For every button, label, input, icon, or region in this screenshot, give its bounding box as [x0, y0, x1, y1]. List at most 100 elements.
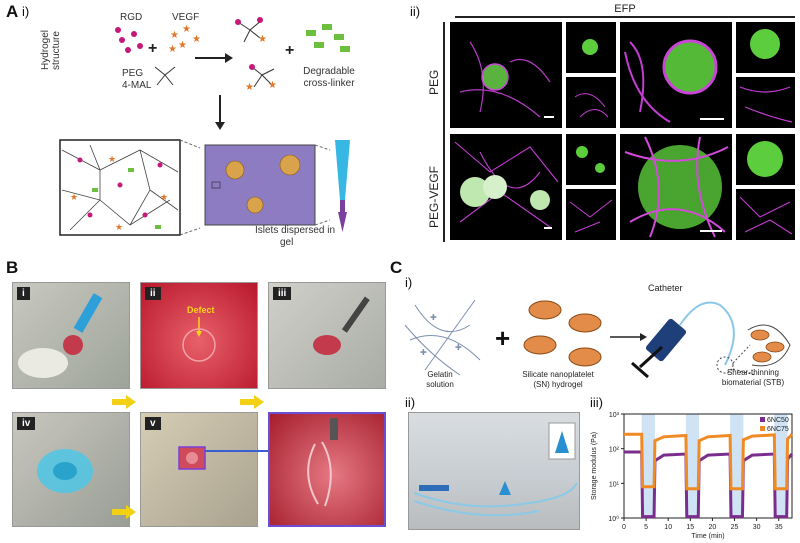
micro-peg-zoom-green — [736, 22, 795, 73]
photo-b-iii: iii — [268, 282, 386, 389]
arrow-down-icon — [215, 95, 225, 130]
x-axis-label: Time (min) — [691, 533, 724, 540]
svg-text:★: ★ — [178, 40, 187, 51]
arrow-c-icon — [610, 333, 647, 341]
svg-text:★: ★ — [70, 192, 78, 202]
photo-b-zoom — [268, 412, 386, 527]
svg-text:✚: ✚ — [420, 348, 427, 357]
arrow-b-2-icon — [240, 395, 264, 414]
plus-sign-a2: + — [285, 42, 295, 59]
svg-text:★: ★ — [245, 82, 254, 93]
photo-b-i: i — [12, 282, 130, 389]
y-tick-label-1: 10¹ — [609, 481, 620, 488]
micro-peg-small-green — [566, 22, 616, 73]
panel-c-i-label: i) — [405, 275, 413, 290]
x-tick-label-2: 10 — [664, 524, 672, 531]
x-tick-label-5: 25 — [731, 524, 739, 531]
svg-text:★: ★ — [268, 80, 277, 91]
micro-pegvegf-large — [450, 134, 562, 240]
panel-c-iii-label: iii) — [590, 395, 603, 410]
y-tick-label-2: 10² — [609, 447, 620, 454]
panel-c-schematic: ✚✚✚ + — [404, 299, 791, 379]
micro-peg-zoom-magenta — [736, 77, 795, 128]
panel-b-letter: B — [6, 258, 19, 277]
islets-label-line1: Islets dispersed in — [255, 225, 336, 236]
plot-frame — [623, 413, 793, 519]
x-tick-label-0: 0 — [622, 524, 626, 531]
arrow-b-1-icon — [112, 395, 136, 414]
svg-text:✚: ✚ — [430, 313, 437, 322]
islets-gel-box — [204, 144, 316, 226]
micro-pegvegf-small-magenta — [566, 189, 616, 240]
svg-text:★: ★ — [258, 34, 267, 45]
islet-clusters — [225, 154, 301, 214]
vegf-stars: ★★★★★ — [168, 24, 201, 55]
catheter-label: Catheter — [648, 283, 683, 293]
gelatin-strands — [404, 299, 481, 376]
micro-peg-large — [450, 22, 562, 128]
svg-text:✚: ✚ — [455, 343, 462, 352]
islets-label-line2: gel — [280, 237, 294, 248]
svg-text:★: ★ — [192, 34, 201, 45]
legend-label-6NC50: 6NC50 — [767, 417, 789, 424]
panel-a-letter: A — [6, 2, 19, 21]
row-rule — [443, 22, 445, 242]
micro-peg-small-magenta — [566, 77, 616, 128]
stb-cluster — [750, 329, 785, 363]
peg-label: PEG — [122, 68, 144, 79]
x-tick-label-6: 30 — [753, 524, 761, 531]
svg-text:★: ★ — [168, 44, 177, 55]
degradable-label: Degradable — [303, 66, 355, 77]
x-tick-label-7: 35 — [775, 524, 783, 531]
efp-label: EFP — [614, 3, 636, 15]
series-line-6NC75 — [624, 432, 794, 491]
legend-label-6NC75: 6NC75 — [767, 426, 789, 433]
photo-b-ii: ii Defect — [140, 282, 258, 389]
gelatin-label-2: solution — [426, 380, 454, 389]
series-line-6NC50 — [624, 450, 794, 519]
shaded-interval-3 — [774, 414, 788, 518]
y-tick-label-3: 10³ — [609, 412, 620, 419]
efp-rule — [455, 16, 795, 18]
photo-tag-ii: ii — [145, 287, 161, 300]
syringe-icon — [631, 301, 735, 379]
panel-c-letter: C — [390, 258, 403, 277]
micro-peg-zoom — [620, 22, 732, 128]
shaded-interval-0 — [641, 414, 655, 518]
silicate-label-1: Silicate nanoplatelet — [522, 370, 594, 379]
micro-pegvegf-zoom — [620, 134, 732, 240]
stb-label-2: biomaterial (STB) — [721, 378, 785, 387]
svg-text:★: ★ — [108, 154, 116, 164]
crosslinker-bars — [306, 24, 350, 52]
shaded-interval-1 — [685, 414, 700, 518]
defect-label: Defect — [187, 305, 215, 315]
legend-swatch-6NC50 — [760, 417, 765, 422]
panel-a-i-label: i) — [22, 4, 30, 19]
svg-text:★: ★ — [115, 222, 123, 232]
svg-text:★: ★ — [170, 30, 179, 41]
photo-tag-iv: iv — [17, 417, 36, 430]
arrow-b-3-icon — [112, 505, 136, 524]
functionalized-peg — [237, 19, 275, 88]
rgd-label: RGD — [120, 12, 143, 23]
y-tick-label-0: 10⁰ — [608, 515, 619, 523]
x-tick-label-1: 5 — [644, 524, 648, 531]
silicate-label-2: (SN) hydrogel — [533, 380, 583, 389]
vegf-label: VEGF — [172, 12, 200, 23]
legend-swatch-6NC75 — [760, 426, 765, 431]
micro-pegvegf-zoom-green — [736, 134, 795, 185]
y-axis-label: Storage modulus (Pa) — [591, 432, 598, 500]
photo-c-ii — [408, 412, 580, 530]
zoom-connector — [205, 450, 275, 452]
peg-mal-label: 4-MAL — [122, 80, 152, 91]
peg-molecule — [154, 66, 176, 86]
x-tick-label-3: 15 — [686, 524, 694, 531]
stb-label-1: Shear-thinning — [726, 368, 780, 377]
photo-tag-i: i — [17, 287, 30, 300]
svg-text:★: ★ — [182, 24, 191, 35]
panel-a-ii-label: ii) — [410, 4, 421, 19]
gelatin-label-1: Gelatin — [427, 370, 453, 379]
x-tick-label-4: 20 — [709, 524, 717, 531]
arrow-right-icon — [195, 53, 233, 63]
